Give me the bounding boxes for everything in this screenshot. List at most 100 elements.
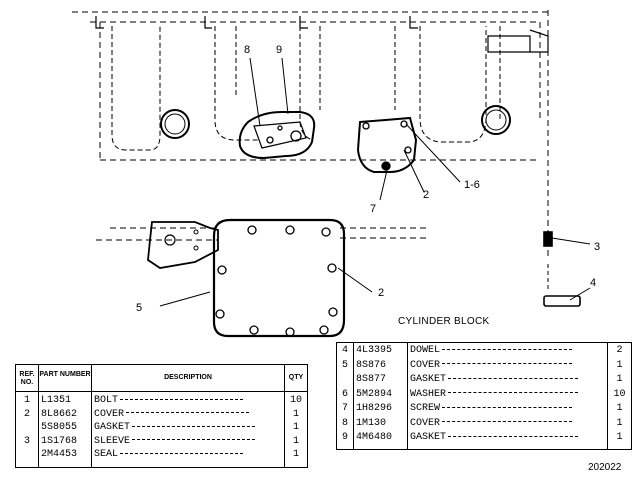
part-description: COVER (410, 418, 604, 430)
part-number: 1H8296 (356, 403, 393, 414)
bore-openings (160, 105, 511, 139)
part-description: SEAL (94, 449, 281, 461)
leader-dashes (442, 421, 573, 423)
ref-number: 2 (23, 408, 30, 420)
table-row: 8 1M130 COVER 1 (337, 418, 631, 430)
block-outline (72, 10, 549, 260)
cover-8-gasket-9 (238, 57, 316, 160)
parts-table-left: REF. NO. PART NUMBER DESCRIPTION QTY 1 L1… (15, 364, 308, 468)
quantity: 2 (616, 345, 623, 356)
part-description: GASKET (410, 432, 604, 444)
part-number: 8S876 (356, 359, 387, 371)
quantity: 1 (292, 435, 299, 447)
part-number: 4M6480 (356, 432, 393, 443)
ref-number: 5 (341, 359, 348, 371)
part-description: COVER (94, 409, 281, 421)
description-text: COVER (410, 359, 441, 371)
quantity: 1 (616, 417, 623, 429)
leader-dashes (126, 412, 250, 414)
callout-1-6: 1-6 (464, 179, 480, 191)
table-row: 8S877 GASKET 1 (337, 374, 631, 386)
description-text: WASHER (410, 388, 447, 400)
quantity: 1 (292, 408, 299, 420)
table-row: 2M4453 SEAL 1 (16, 449, 307, 461)
part-description: DOWEL (410, 345, 604, 357)
table-row: 7 1H8296 SCREW 1 (337, 403, 631, 415)
table-row: 9 4M6480 GASKET 1 (337, 432, 631, 444)
part-number: 8L8662 (41, 408, 78, 420)
part-description: BOLT (94, 395, 281, 407)
table-row: 3 1S1768 SLEEVE 1 (16, 436, 307, 448)
quantity: 1 (616, 432, 623, 443)
side-block-outline (96, 227, 430, 241)
description-text: GASKET (94, 422, 131, 433)
part-description: COVER (410, 360, 604, 372)
parts-table-header: REF. NO. PART NUMBER DESCRIPTION QTY (16, 365, 307, 392)
leader-dashes (442, 363, 573, 365)
part-description: SCREW (410, 403, 604, 415)
block-webs (111, 26, 501, 151)
description-text: GASKET (410, 374, 447, 385)
part-number: 8S877 (356, 374, 387, 385)
part-number: 4L3395 (356, 345, 393, 356)
ref-number: 1 (23, 395, 30, 406)
figure-caption: CYLINDER BLOCK (398, 316, 490, 327)
description-text: DOWEL (410, 345, 441, 356)
description-text: COVER (410, 417, 441, 429)
callout-2-upper: 2 (423, 189, 430, 201)
quantity: 1 (292, 422, 299, 433)
header-ref: REF. NO. (19, 371, 35, 386)
leader-dashes (442, 348, 573, 350)
part-number: 1S1768 (41, 435, 78, 447)
part-number: 5M2894 (356, 388, 393, 400)
ref-number: 9 (341, 432, 348, 443)
header-part-number: PART NUMBER (39, 371, 91, 378)
description-text: BOLT (94, 395, 119, 406)
callout-4: 4 (590, 277, 597, 289)
block-tabs (95, 16, 549, 53)
dowel-part-3 (543, 231, 591, 247)
quantity: 1 (292, 449, 299, 460)
leader-dashes (120, 452, 244, 454)
leader-dashes (120, 398, 244, 400)
description-text: COVER (94, 408, 125, 420)
ref-number: 8 (341, 417, 348, 429)
description-text: SEAL (94, 449, 119, 460)
callout-7: 7 (370, 203, 377, 215)
description-text: SLEEVE (94, 435, 131, 447)
quantity: 1 (616, 403, 623, 414)
description-text: GASKET (410, 432, 447, 443)
table-row: 5 8S876 COVER 1 (337, 360, 631, 372)
callout-8: 8 (244, 44, 251, 56)
ref-number: 7 (341, 403, 348, 414)
description-text: SCREW (410, 403, 441, 414)
part-number: 2M4453 (41, 449, 78, 460)
gasket-outline (147, 221, 219, 269)
figure-number: 202022 (588, 462, 622, 473)
leader-dashes (448, 435, 579, 437)
leader-dashes (442, 406, 573, 408)
part-description: GASKET (94, 422, 281, 434)
part-description: GASKET (410, 374, 604, 386)
ref-number: 6 (341, 388, 348, 400)
callout-3: 3 (594, 241, 601, 253)
cover-plate-upper (356, 116, 461, 201)
washer-part-4 (543, 287, 591, 307)
quantity: 1 (616, 359, 623, 371)
callout-5: 5 (136, 302, 143, 314)
part-number: L1351 (41, 395, 72, 406)
ref-number: 3 (23, 435, 30, 447)
quantity: 10 (613, 388, 626, 400)
quantity: 1 (616, 374, 623, 385)
table-row: 2 8L8662 COVER 1 (16, 409, 307, 421)
callout-9: 9 (276, 44, 283, 56)
part-number: 1M130 (356, 417, 387, 429)
leader-dashes (448, 377, 579, 379)
leader-dashes (132, 439, 256, 441)
